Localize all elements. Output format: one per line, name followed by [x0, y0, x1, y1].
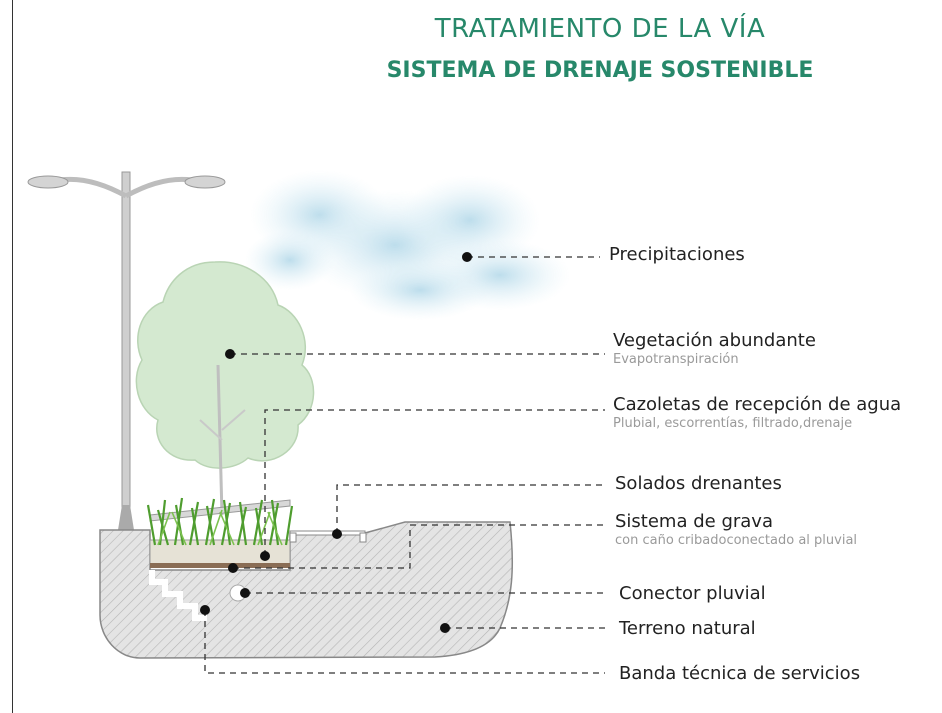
label-grava-title: Sistema de grava [615, 511, 773, 532]
leader-cazoletas [264, 409, 605, 556]
label-terreno-title: Terreno natural [619, 618, 756, 639]
label-precipitaciones-title: Precipitaciones [609, 244, 745, 265]
marker-conector [240, 588, 250, 598]
rain-cloud [245, 170, 570, 320]
marker-solados [332, 529, 342, 539]
gravel-steps [149, 570, 207, 621]
leader-solados [336, 484, 605, 534]
marker-cazoletas [260, 551, 270, 561]
label-conector-title: Conector pluvial [619, 583, 766, 604]
label-solados-title: Solados drenantes [615, 473, 782, 494]
marker-vegetacion [225, 349, 235, 359]
leader-grava [233, 524, 605, 569]
label-vegetacion-title: Vegetación abundante [613, 330, 816, 351]
diagram-subtitle: SISTEMA DE DRENAJE SOSTENIBLE [386, 58, 814, 83]
marker-banda [200, 605, 210, 615]
marker-grava [228, 563, 238, 573]
label-precipitaciones: Precipitaciones [609, 245, 745, 265]
label-cazoletas: Cazoletas de recepción de agua Plubial, … [613, 395, 901, 432]
label-terreno: Terreno natural [619, 619, 756, 639]
label-cazoletas-title: Cazoletas de recepción de agua [613, 394, 902, 415]
permeable-paving [289, 530, 367, 543]
tree [135, 261, 315, 516]
label-vegetacion-sub: Evapotranspiración [613, 352, 739, 367]
label-banda: Banda técnica de servicios [619, 664, 860, 684]
rain-planter [146, 497, 294, 568]
label-conector: Conector pluvial [619, 584, 766, 604]
natural-ground [99, 521, 514, 659]
diagram-title: TRATAMIENTO DE LA VÍA [434, 14, 766, 44]
marker-precipitaciones [462, 252, 472, 262]
label-cazoletas-sub: Plubial, escorrentías, filtrado,drenaje [613, 416, 853, 431]
marker-terreno [440, 623, 450, 633]
label-grava: Sistema de grava con caño cribadoconecta… [615, 512, 857, 549]
label-grava-sub: con caño cribadoconectado al pluvial [615, 533, 858, 548]
label-solados: Solados drenantes [615, 474, 782, 494]
left-margin-rule [12, 0, 13, 713]
label-vegetacion: Vegetación abundante Evapotranspiración [613, 331, 816, 368]
label-banda-title: Banda técnica de servicios [619, 663, 861, 684]
street-lamp [27, 171, 226, 530]
